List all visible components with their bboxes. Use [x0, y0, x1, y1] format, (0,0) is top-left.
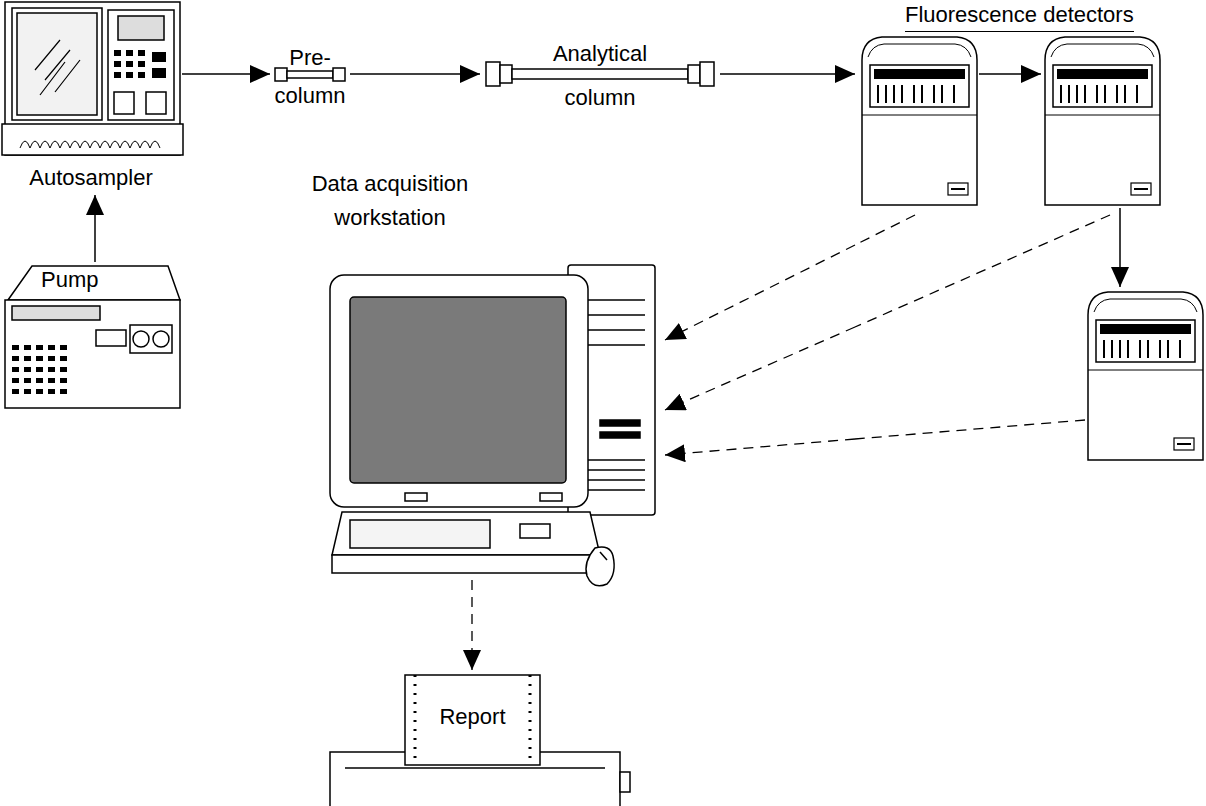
- node-label: Pre- column: [273, 39, 347, 115]
- printer-illustration: [330, 675, 630, 806]
- detector-illustration: [1045, 37, 1160, 205]
- flow-arrow: [720, 73, 855, 75]
- pump-node: Pump: [5, 262, 180, 412]
- column-node: Analytical column: [480, 30, 720, 122]
- autosampler-node: Autosampler: [0, 0, 182, 195]
- autosampler-illustration: [2, 2, 183, 155]
- node-label: Report: [439, 704, 505, 730]
- node-label: Pump: [41, 267, 98, 293]
- signal-arrow: [471, 580, 472, 670]
- report-node: Report: [400, 670, 545, 765]
- precolumn-node: Pre- column: [270, 37, 350, 117]
- pump-illustration: [5, 266, 180, 408]
- node-label: Analytical column: [538, 32, 662, 120]
- detector-link: [979, 74, 1120, 287]
- detector-illustration: [1088, 292, 1203, 460]
- workstation-node: Data acquisition workstation: [290, 165, 665, 580]
- node-label: Data acquisition workstation: [290, 167, 490, 235]
- flow-arrow: [182, 73, 270, 75]
- detector-illustration: [862, 37, 977, 205]
- workstation-illustration: [330, 265, 655, 586]
- signal-arrow: [665, 327, 855, 410]
- node-label: Fluorescence detectors: [905, 2, 1134, 32]
- signal-lead: [855, 215, 1110, 439]
- signal-arrow: [665, 245, 855, 340]
- flow-arrow: [350, 73, 480, 75]
- node-label: Autosampler: [29, 165, 153, 191]
- detector-group: Fluorescence detectors: [855, 0, 1203, 465]
- flow-arrow: [94, 195, 96, 262]
- signal-arrow: [665, 439, 855, 455]
